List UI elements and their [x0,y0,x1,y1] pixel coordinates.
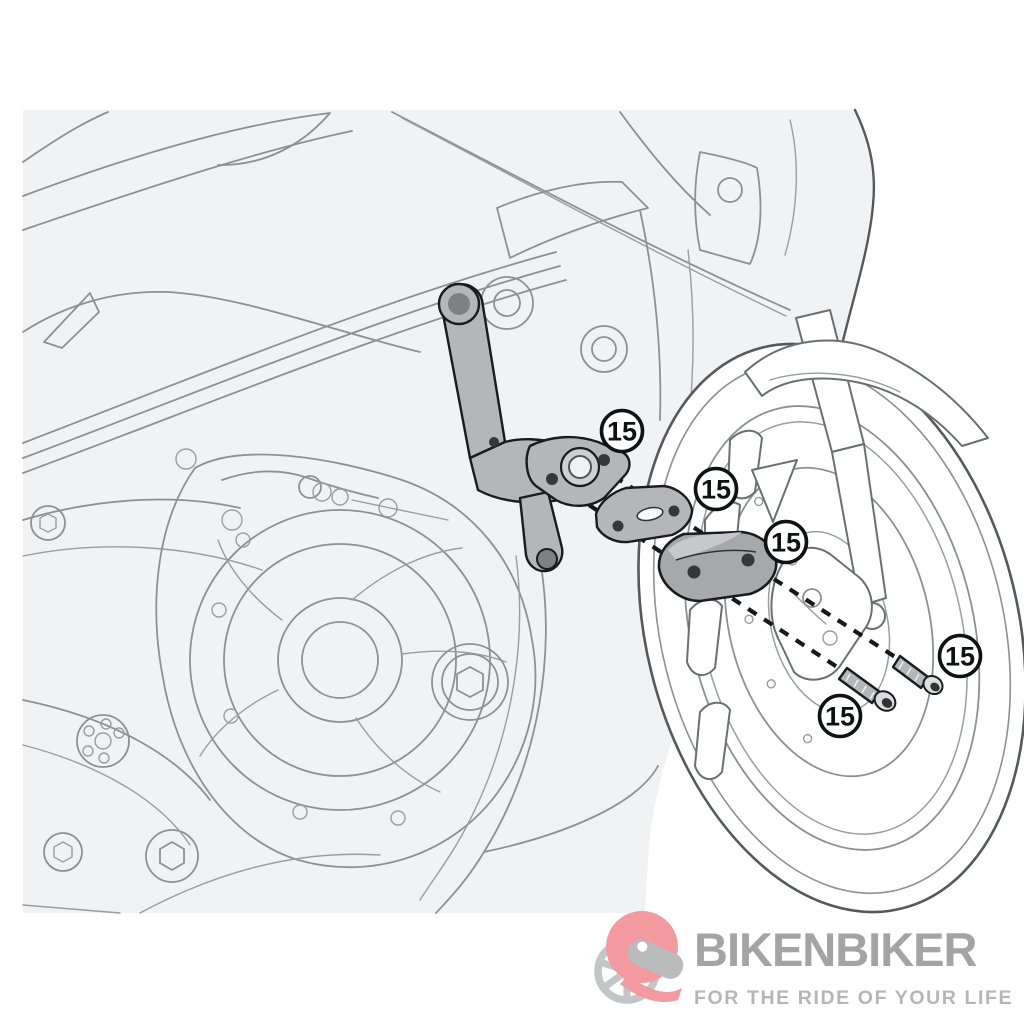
svg-text:15: 15 [945,642,975,672]
mounting-bracket-arm [437,282,631,573]
callout-badges: 15 15 15 15 15 [599,408,983,739]
adapter-plate [594,484,694,544]
callout-badge: 15 [599,408,645,454]
pivot-hole [448,293,470,315]
callout-badge: 15 [937,633,983,679]
callout-badge: 15 [693,466,739,512]
brake-caliper [770,546,873,681]
arm-end-hole [536,548,558,570]
brand-tagline: FOR THE RIDE OF YOUR LIFE [694,987,1013,1009]
svg-text:15: 15 [701,475,731,505]
svg-text:15: 15 [607,417,637,447]
fork-lower [831,443,887,607]
motorcycle-linework [22,108,876,914]
brand-name: BIKENBIKER [694,923,977,976]
logo-helmet-icon [606,911,684,1003]
svg-text:15: 15 [825,702,855,732]
wheel-spoke-cutout [694,701,731,781]
bracket-boss-bore [568,455,592,479]
slider-pad [657,530,778,603]
fork-wedge [751,459,798,523]
front-fender [744,339,989,447]
mounting-bolt [891,654,944,696]
plate-slot [636,506,664,522]
mounting-bolt [837,666,897,712]
pad-highlight [668,532,742,560]
brand-logo: BIKENBIKER FOR THE RIDE OF YOUR LIFE [594,911,1013,1009]
callout-badge: 15 [817,693,863,739]
front-end [744,309,989,681]
svg-text:15: 15 [771,528,801,558]
callout-badge: 15 [763,519,809,565]
